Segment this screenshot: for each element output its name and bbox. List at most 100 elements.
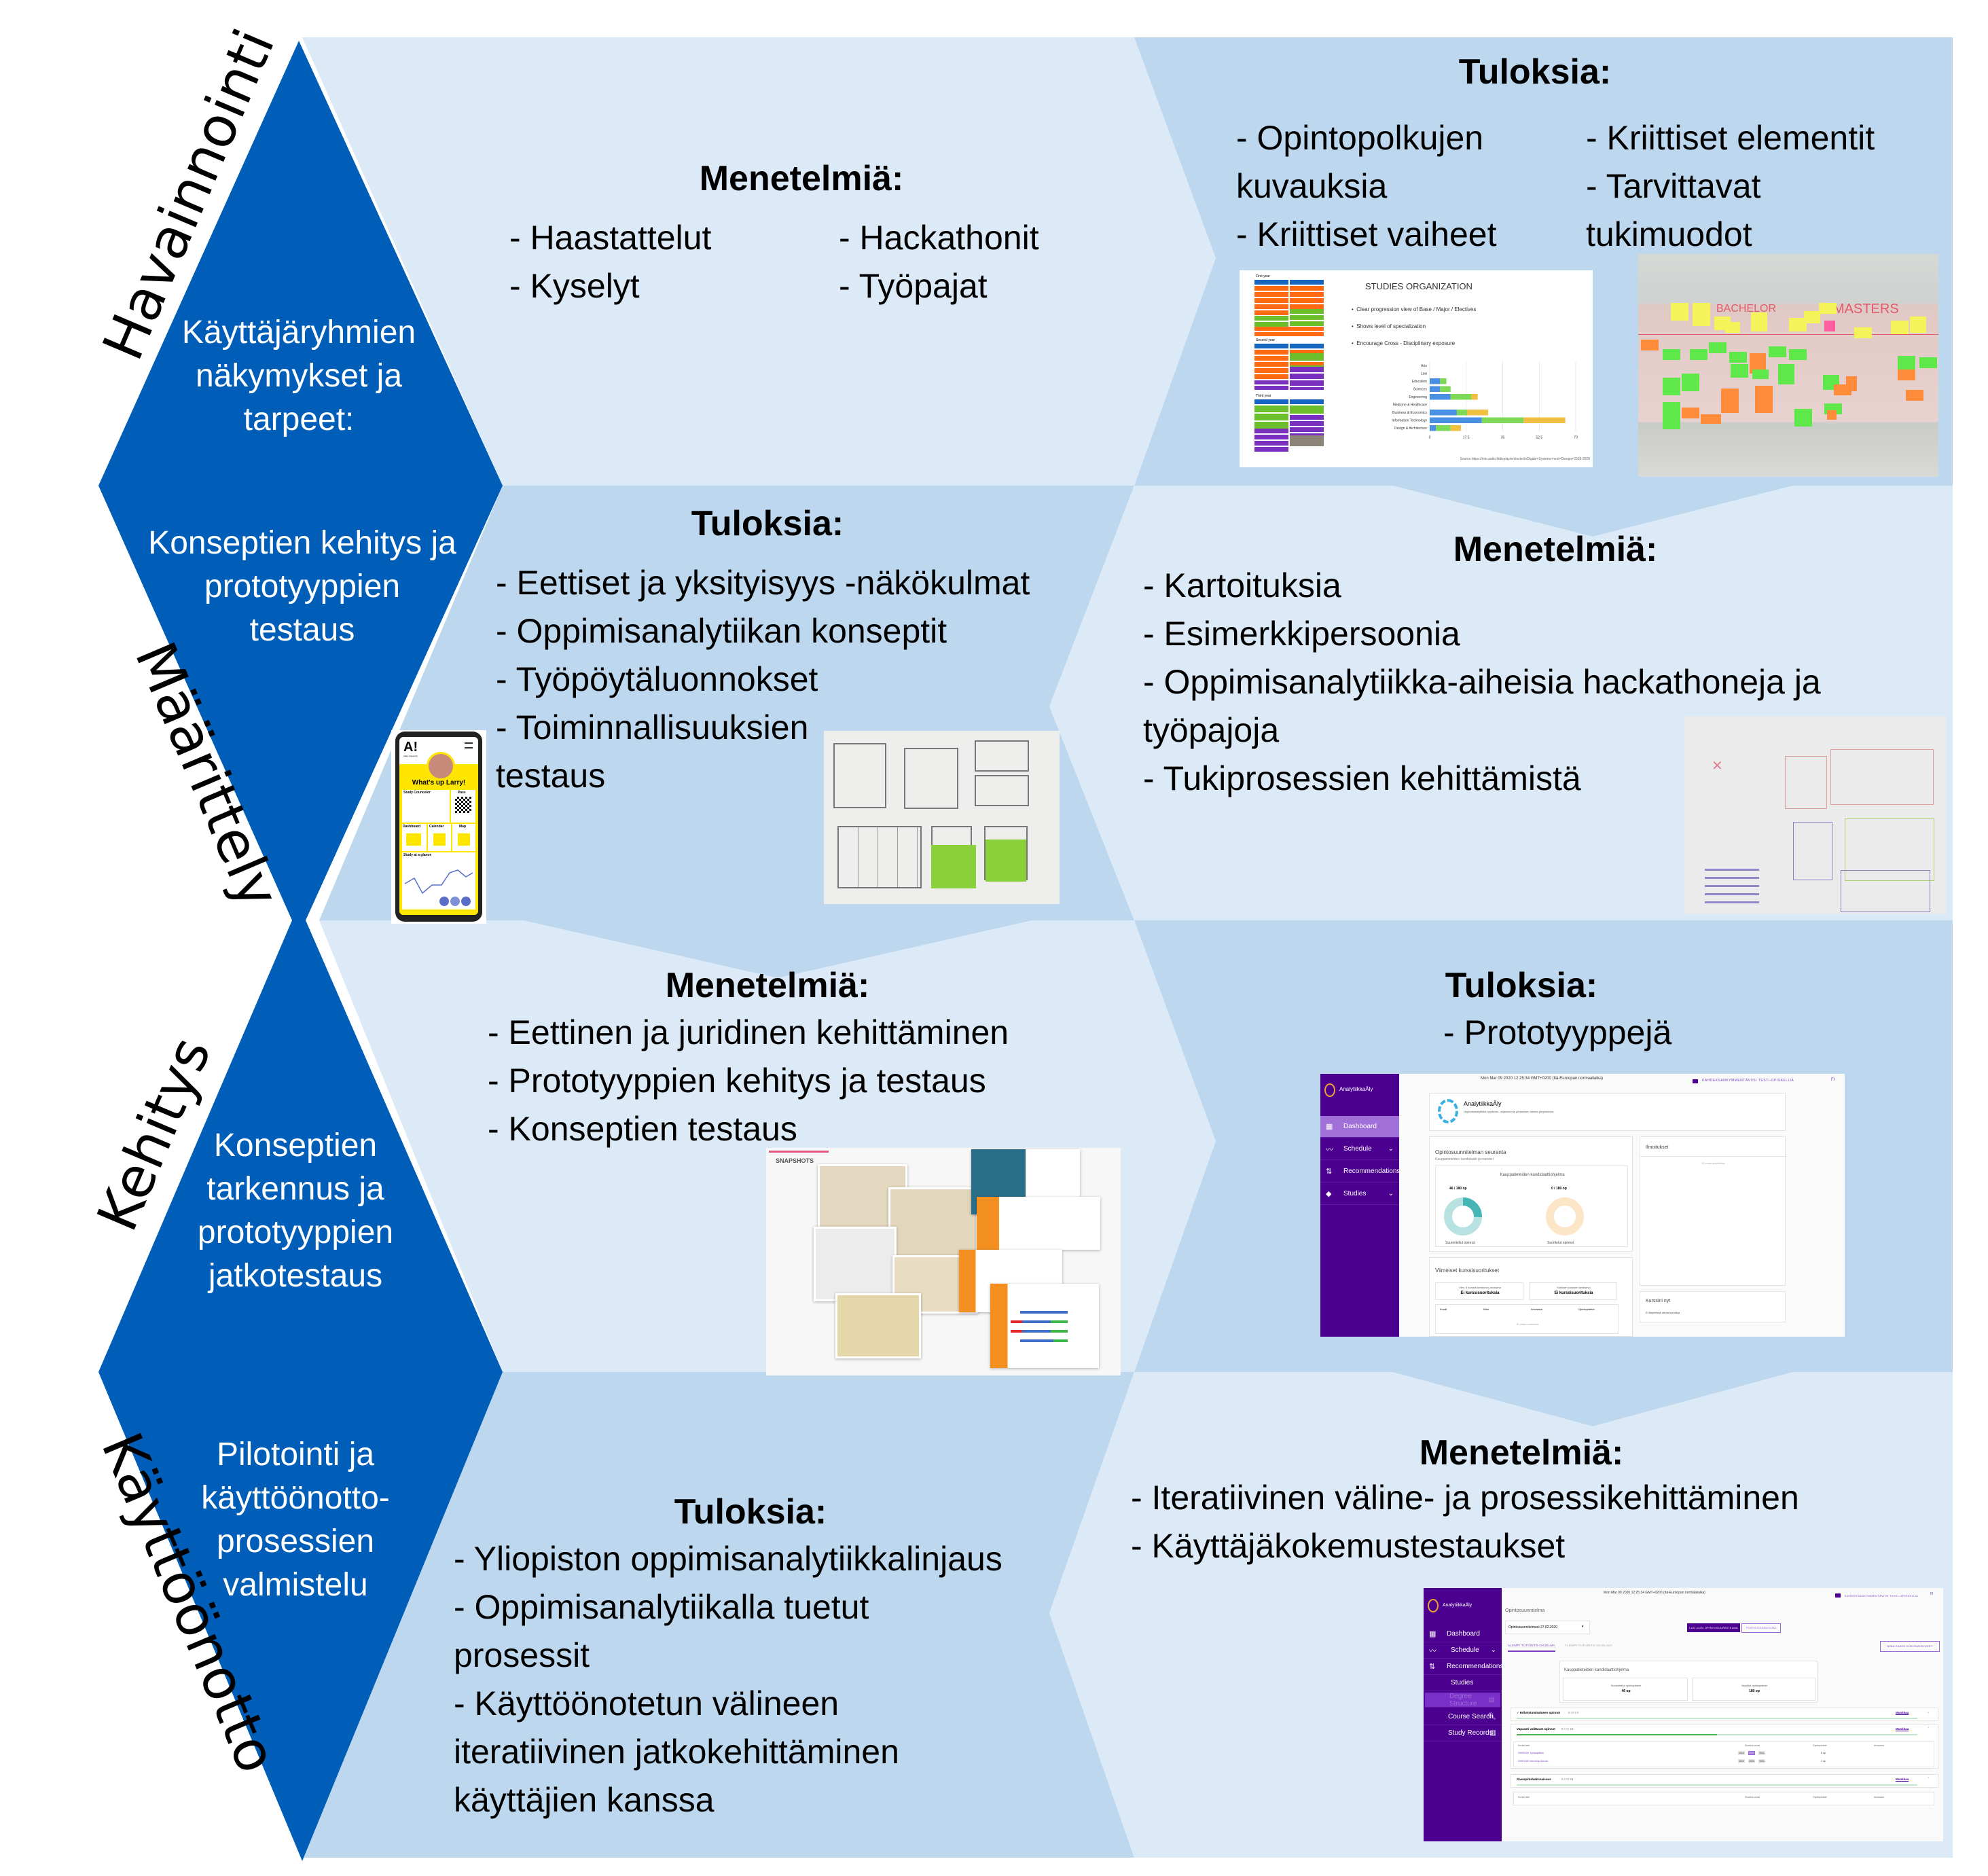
nav-item-recommendations[interactable]: ⇅Recommendations [1320,1161,1400,1183]
schedule-icon: 〰 [1429,1646,1436,1655]
records-chart-icon: ▥ [1489,1729,1496,1737]
sticky-note [986,840,1026,882]
workshop-sketch-photo: ✕ [1684,717,1946,914]
bar-segment-base [1430,386,1441,392]
kehitys-methods-list: - Eettinen ja juridinen kehittäminen - P… [488,1009,1009,1153]
create-plan-button[interactable]: LUO UUSI OPINTOSUUNNITELMA [1687,1623,1740,1632]
year-chip[interactable]: 2021 [1758,1751,1765,1755]
method-item: - Oppimisanalytiikka-aiheisia hackathone… [1143,663,1821,701]
sketch-thumb [814,1227,897,1301]
accent-bar [769,1151,829,1153]
year-chip[interactable]: 2021 [1758,1759,1765,1763]
sticky-note [1778,364,1794,384]
course-link[interactable]: 20H01150 Internship Abroad [1518,1760,1549,1763]
tab-ylempi[interactable]: YLEMPI TUTKINTO-OHJELMA [1565,1644,1612,1647]
stage-line: näkymykset ja [195,358,403,394]
bar-segment-electives [1450,425,1462,431]
brand-tagline: Oppimisanalytiikka opiskelun, ohjauksen … [1464,1110,1554,1113]
expand-toggle-icon[interactable]: ⌄ [1927,1710,1930,1714]
stage-line: jatkotestaus [208,1258,383,1294]
open-all-button[interactable]: AVAA KAIKKI KOKONAISUUDET [1880,1641,1940,1652]
table-header: Arvosana [1874,1744,1884,1747]
calendar-screen-thumb [990,1284,1099,1368]
result-item: - Opintopolkujen [1236,119,1484,157]
year-chip[interactable]: 2020 [1748,1759,1755,1763]
bar-segment-electives [1471,394,1478,400]
method-item: työpajoja [1143,711,1280,749]
dashboard-icon [406,833,421,846]
nav-item-study-records[interactable]: Study Records▥ [1424,1725,1502,1742]
method-item: - Hackathonit [839,219,1039,257]
kayttoonotto-methods-title: Menetelmiä: [1419,1433,1624,1473]
tab-alempi[interactable]: ALEMPI TUTKINTO-OHJELMA [1508,1644,1555,1652]
year-chip[interactable]: 2020 [1748,1751,1755,1755]
tick-label: 52.5 [1536,436,1542,439]
tile-dashboard: Dashboard [402,824,427,851]
phone-screen: A! Aalto University What's up Larry! Stu… [399,737,478,915]
year-chip[interactable]: 2019 [1738,1751,1745,1755]
course-link[interactable]: 20H00100 Työharjoittelu [1518,1752,1544,1754]
sketch-box [1845,818,1934,881]
mail-icon[interactable] [1835,1593,1841,1598]
phone-greeting: What's up Larry! [412,779,466,787]
grid-cell [1290,350,1324,367]
user-menu[interactable]: KAHDEKSANKYMMENTÄVIISI TESTI-OPISKELIJA [1702,1079,1794,1083]
expand-toggle-icon[interactable]: ⌃ [1927,1727,1930,1731]
sticky-note [1854,327,1872,338]
year-chip[interactable]: 2019 [1738,1759,1745,1763]
delete-plan-button[interactable]: POISTA SUUNNITELMA [1741,1623,1781,1633]
section-progress-track [1517,1734,1917,1735]
timeline-line [1638,334,1938,335]
menu-icon[interactable] [465,742,473,748]
table-header: Kurssi nimi [1518,1744,1530,1747]
nav-item-degree-structure[interactable]: Degree Structure▤ [1425,1693,1500,1708]
edit-link[interactable]: Muokkaa [1896,1778,1909,1781]
sticky-note [1819,303,1837,314]
method-item: - Konseptien testaus [488,1110,797,1148]
language-selector[interactable]: FI [1831,1078,1835,1082]
sticky-note [1690,349,1707,360]
nav-item-studies[interactable]: ◆Studies⌄ [1320,1183,1399,1205]
donut1-caption: Suunnitellut opinnot [1445,1241,1475,1245]
sticky-note [1693,303,1710,326]
grid-cell [1254,327,1324,336]
result-item: - Kriittiset vaiheet [1236,215,1497,253]
edit-link[interactable]: Muokkaa [1896,1711,1909,1714]
course-credits: 6 op [1821,1752,1826,1754]
user-menu[interactable]: KAHDEKSANKYMMENTÄVIISI TESTI-OPISKELIJA [1845,1594,1919,1598]
chevron-down-icon: ⌄ [1490,1646,1496,1654]
required-label: Vaaditut opintopisteet [1741,1684,1768,1687]
mail-icon[interactable] [1693,1079,1698,1083]
phone-logo-sub: Aalto University [403,755,418,757]
bullet-item: • Shows level of specialization [1352,323,1426,329]
nav-item-dashboard[interactable]: ▦Dashboard [1424,1626,1502,1642]
graduation-cap-icon: ◆ [1326,1190,1332,1198]
language-selector[interactable]: FI [1930,1592,1934,1596]
stage-line: valmistelu [223,1567,368,1603]
nav-item-course-search[interactable]: Course Search🔍︎ [1424,1709,1502,1725]
tile-label: Study Councelor [403,791,431,795]
program-card: Kauppatieteiden kandidaattiohjelma 46 / … [1435,1166,1628,1247]
nav-item-recommendations[interactable]: ⇅Recommendations [1424,1659,1503,1675]
expand-toggle-icon[interactable]: ⌃ [1927,1777,1930,1781]
sticky-note [1663,402,1680,429]
method-item: - Kartoituksia [1143,566,1341,605]
plan-select[interactable]: Opintosuunnitelmani 27.02.2020 ▾ [1505,1621,1590,1634]
edit-link[interactable]: Muokkaa [1896,1727,1909,1731]
nav-item-dashboard[interactable]: ▦Dashboard [1320,1116,1399,1138]
chevron-down-icon: ⌄ [1388,1190,1394,1197]
tick-label: 70 [1574,436,1578,439]
nav-item-schedule[interactable]: 〰Schedule⌄ [1320,1138,1399,1160]
nav-item-studies[interactable]: Studies [1424,1675,1502,1691]
section-title: Vapaasti valittavat opinnot [1517,1727,1555,1731]
category-label: Business & Economics [1392,411,1427,415]
nav-item-schedule[interactable]: 〰Schedule⌄ [1424,1642,1502,1659]
category-label: Design & Architecture [1394,427,1427,431]
sticky-note [1701,414,1721,424]
category-label: Information Technology [1392,419,1427,423]
